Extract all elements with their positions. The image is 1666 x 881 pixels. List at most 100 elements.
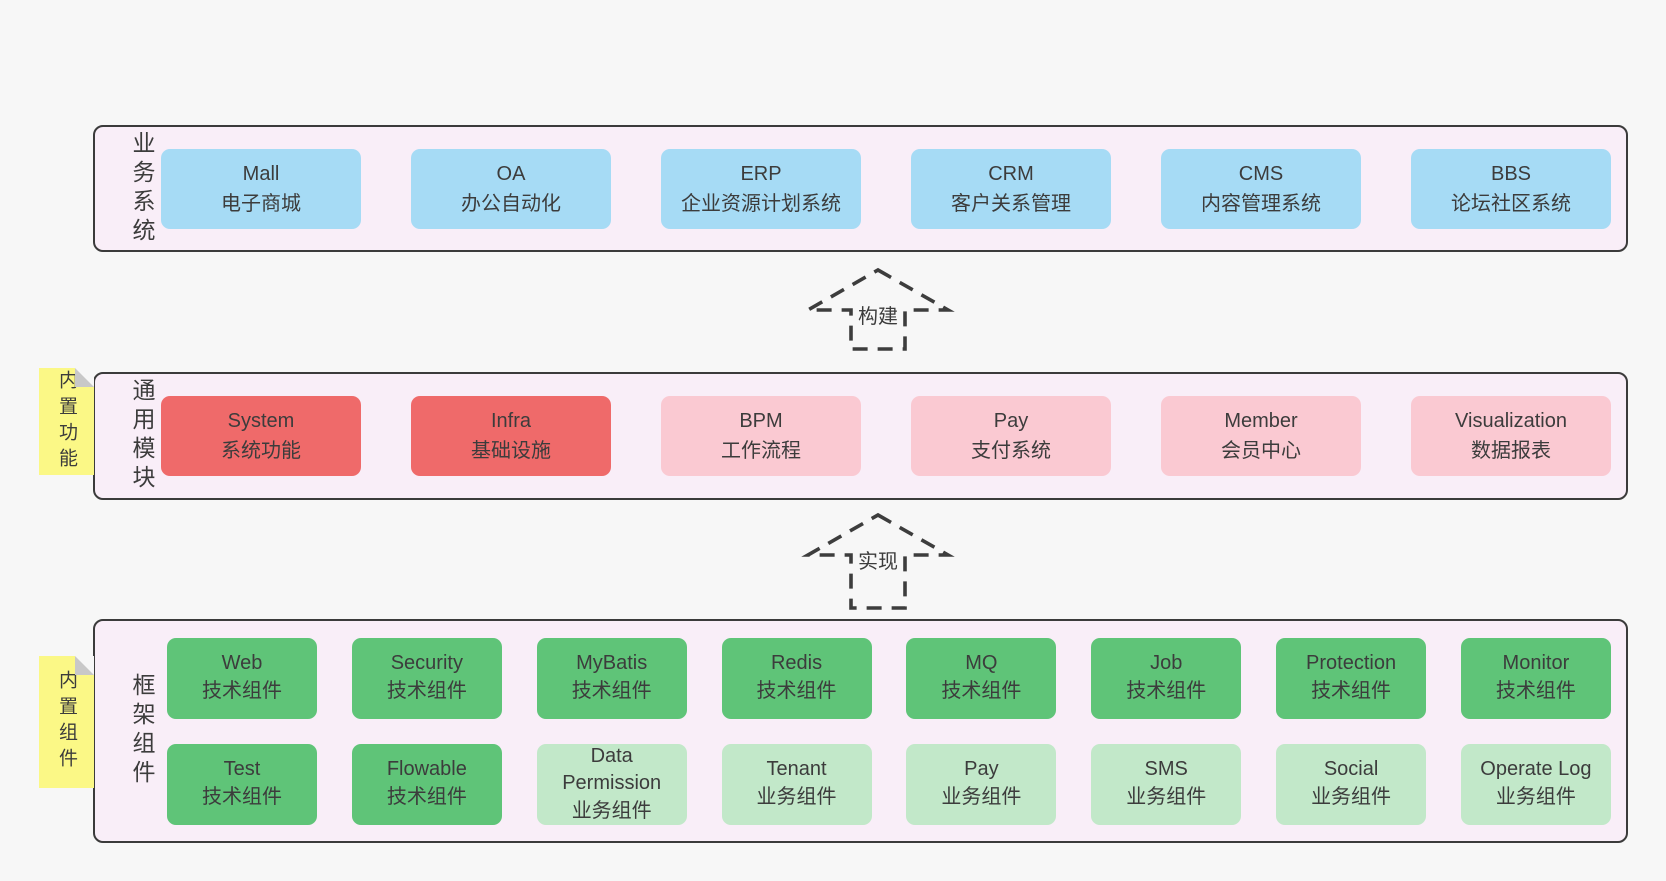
sticky-note-builtin-components-text: 内置组件 [56, 670, 77, 774]
box-flowable: Flowable 技术组件 [351, 743, 502, 825]
box-mybatis-title: MyBatis [576, 652, 648, 675]
box-mall-title: Mall [242, 162, 280, 185]
box-redis-title: Redis [770, 652, 823, 675]
dashed-up-arrow-icon [801, 512, 955, 610]
box-web: Web 技术组件 [167, 637, 317, 719]
note-fold-icon [75, 368, 94, 387]
box-visualization-subtitle: 数据报表 [1471, 440, 1551, 462]
box-mq-title: MQ [965, 652, 998, 675]
box-bpm-title: BPM [739, 410, 783, 432]
box-security-subtitle: 技术组件 [386, 680, 467, 702]
box-mq-subtitle: 技术组件 [941, 680, 1022, 702]
box-oa: OA 办公自动化 [411, 148, 611, 229]
box-system: System 系统功能 [161, 396, 361, 476]
layer-business-systems: 业务系统 Mall 电子商城 OA 办公自动化 ERP 企业资源计划系统 CRM 客户关系管理… [93, 125, 1628, 252]
implement-arrow-label: 实现 [855, 544, 901, 575]
box-cms-subtitle: 内容管理系统 [1201, 192, 1321, 215]
box-operate-log: Operate Log 业务组件 [1460, 743, 1611, 825]
layer-framework-components-label: 框架组件 [129, 673, 155, 789]
box-crm-subtitle: 客户关系管理 [951, 192, 1071, 215]
box-visualization: Visualization 数据报表 [1411, 396, 1611, 476]
box-web-title: Web [221, 652, 263, 675]
box-data-permission-subtitle: 业务组件 [571, 799, 652, 822]
dashed-up-arrow-icon [801, 267, 955, 351]
box-monitor-subtitle: 技术组件 [1495, 680, 1576, 702]
box-test-subtitle: 技术组件 [202, 786, 282, 808]
box-system-subtitle: 系统功能 [221, 440, 301, 462]
box-job-subtitle: 技术组件 [1126, 680, 1207, 702]
box-security-title: Security [390, 652, 463, 675]
box-protection-title: Protection [1306, 652, 1397, 675]
box-erp-subtitle: 企业资源计划系统 [681, 192, 841, 215]
box-flowable-subtitle: 技术组件 [386, 786, 467, 808]
build-arrow-label: 构建 [855, 299, 901, 330]
box-erp-title: ERP [740, 162, 782, 185]
box-monitor-title: Monitor [1502, 652, 1570, 675]
box-tenant-subtitle: 业务组件 [756, 786, 837, 808]
box-cms: CMS 内容管理系统 [1161, 148, 1361, 229]
box-mybatis-subtitle: 技术组件 [571, 680, 652, 702]
box-pay-subtitle: 支付系统 [971, 440, 1051, 462]
sticky-note-builtin-components: 内置组件 [39, 656, 94, 788]
box-oa-title: OA [496, 162, 526, 185]
box-bbs-title: BBS [1490, 162, 1532, 185]
box-protection: Protection 技术组件 [1276, 637, 1427, 719]
box-pay-title: Pay [993, 410, 1029, 432]
box-member-subtitle: 会员中心 [1221, 440, 1301, 462]
box-sms-subtitle: 业务组件 [1126, 786, 1207, 808]
box-mall: Mall 电子商城 [161, 148, 361, 229]
box-bpm-subtitle: 工作流程 [721, 440, 801, 462]
box-data-permission: Data Permission 业务组件 [536, 743, 687, 825]
box-pay-biz: Pay 业务组件 [906, 743, 1057, 825]
box-crm: CRM 客户关系管理 [911, 148, 1111, 229]
box-pay-biz-subtitle: 业务组件 [941, 786, 1022, 808]
box-redis: Redis 技术组件 [721, 637, 872, 719]
implement-arrow: 实现 [798, 511, 958, 611]
box-mq: MQ 技术组件 [906, 637, 1057, 719]
box-crm-title: CRM [988, 162, 1034, 185]
note-fold-icon [75, 656, 94, 675]
box-system-title: System [227, 410, 295, 432]
sticky-note-builtin-features-text: 内置功能 [56, 369, 77, 474]
box-member-title: Member [1224, 410, 1298, 432]
box-pay-biz-title: Pay [964, 758, 999, 781]
build-arrow: 构建 [798, 266, 958, 352]
box-pay: Pay 支付系统 [911, 396, 1111, 476]
box-redis-subtitle: 技术组件 [756, 680, 837, 702]
box-security: Security 技术组件 [351, 637, 502, 719]
box-cms-title: CMS [1238, 162, 1284, 185]
box-bbs: BBS 论坛社区系统 [1411, 148, 1611, 229]
box-flowable-title: Flowable [386, 758, 467, 781]
layer-business-systems-label: 业务系统 [129, 130, 155, 247]
box-operate-log-subtitle: 业务组件 [1495, 786, 1576, 808]
box-member: Member 会员中心 [1161, 396, 1361, 476]
box-job-title: Job [1150, 652, 1183, 675]
business-systems-boxes: Mall 电子商城 OA 办公自动化 ERP 企业资源计划系统 CRM 客户关系管理 CMS 内容… [161, 148, 1611, 229]
box-visualization-title: Visualization [1455, 410, 1567, 432]
box-erp: ERP 企业资源计划系统 [661, 148, 861, 229]
box-monitor: Monitor 技术组件 [1460, 637, 1611, 719]
box-test-title: Test [223, 758, 261, 781]
box-infra-title: Infra [490, 410, 532, 432]
box-protection-subtitle: 技术组件 [1311, 680, 1392, 702]
box-oa-subtitle: 办公自动化 [461, 192, 561, 215]
box-mybatis: MyBatis 技术组件 [536, 637, 687, 719]
box-web-subtitle: 技术组件 [202, 680, 282, 702]
box-job: Job 技术组件 [1091, 637, 1242, 719]
box-bbs-subtitle: 论坛社区系统 [1451, 192, 1571, 215]
box-sms-title: SMS [1144, 758, 1188, 781]
box-sms: SMS 业务组件 [1091, 743, 1242, 825]
layer-common-modules-label: 通用模块 [129, 378, 155, 494]
box-social-title: Social [1323, 758, 1379, 781]
box-data-permission-title: Data Permission [562, 744, 662, 795]
box-mall-subtitle: 电子商城 [221, 192, 301, 215]
box-operate-log-title: Operate Log [1480, 758, 1592, 781]
